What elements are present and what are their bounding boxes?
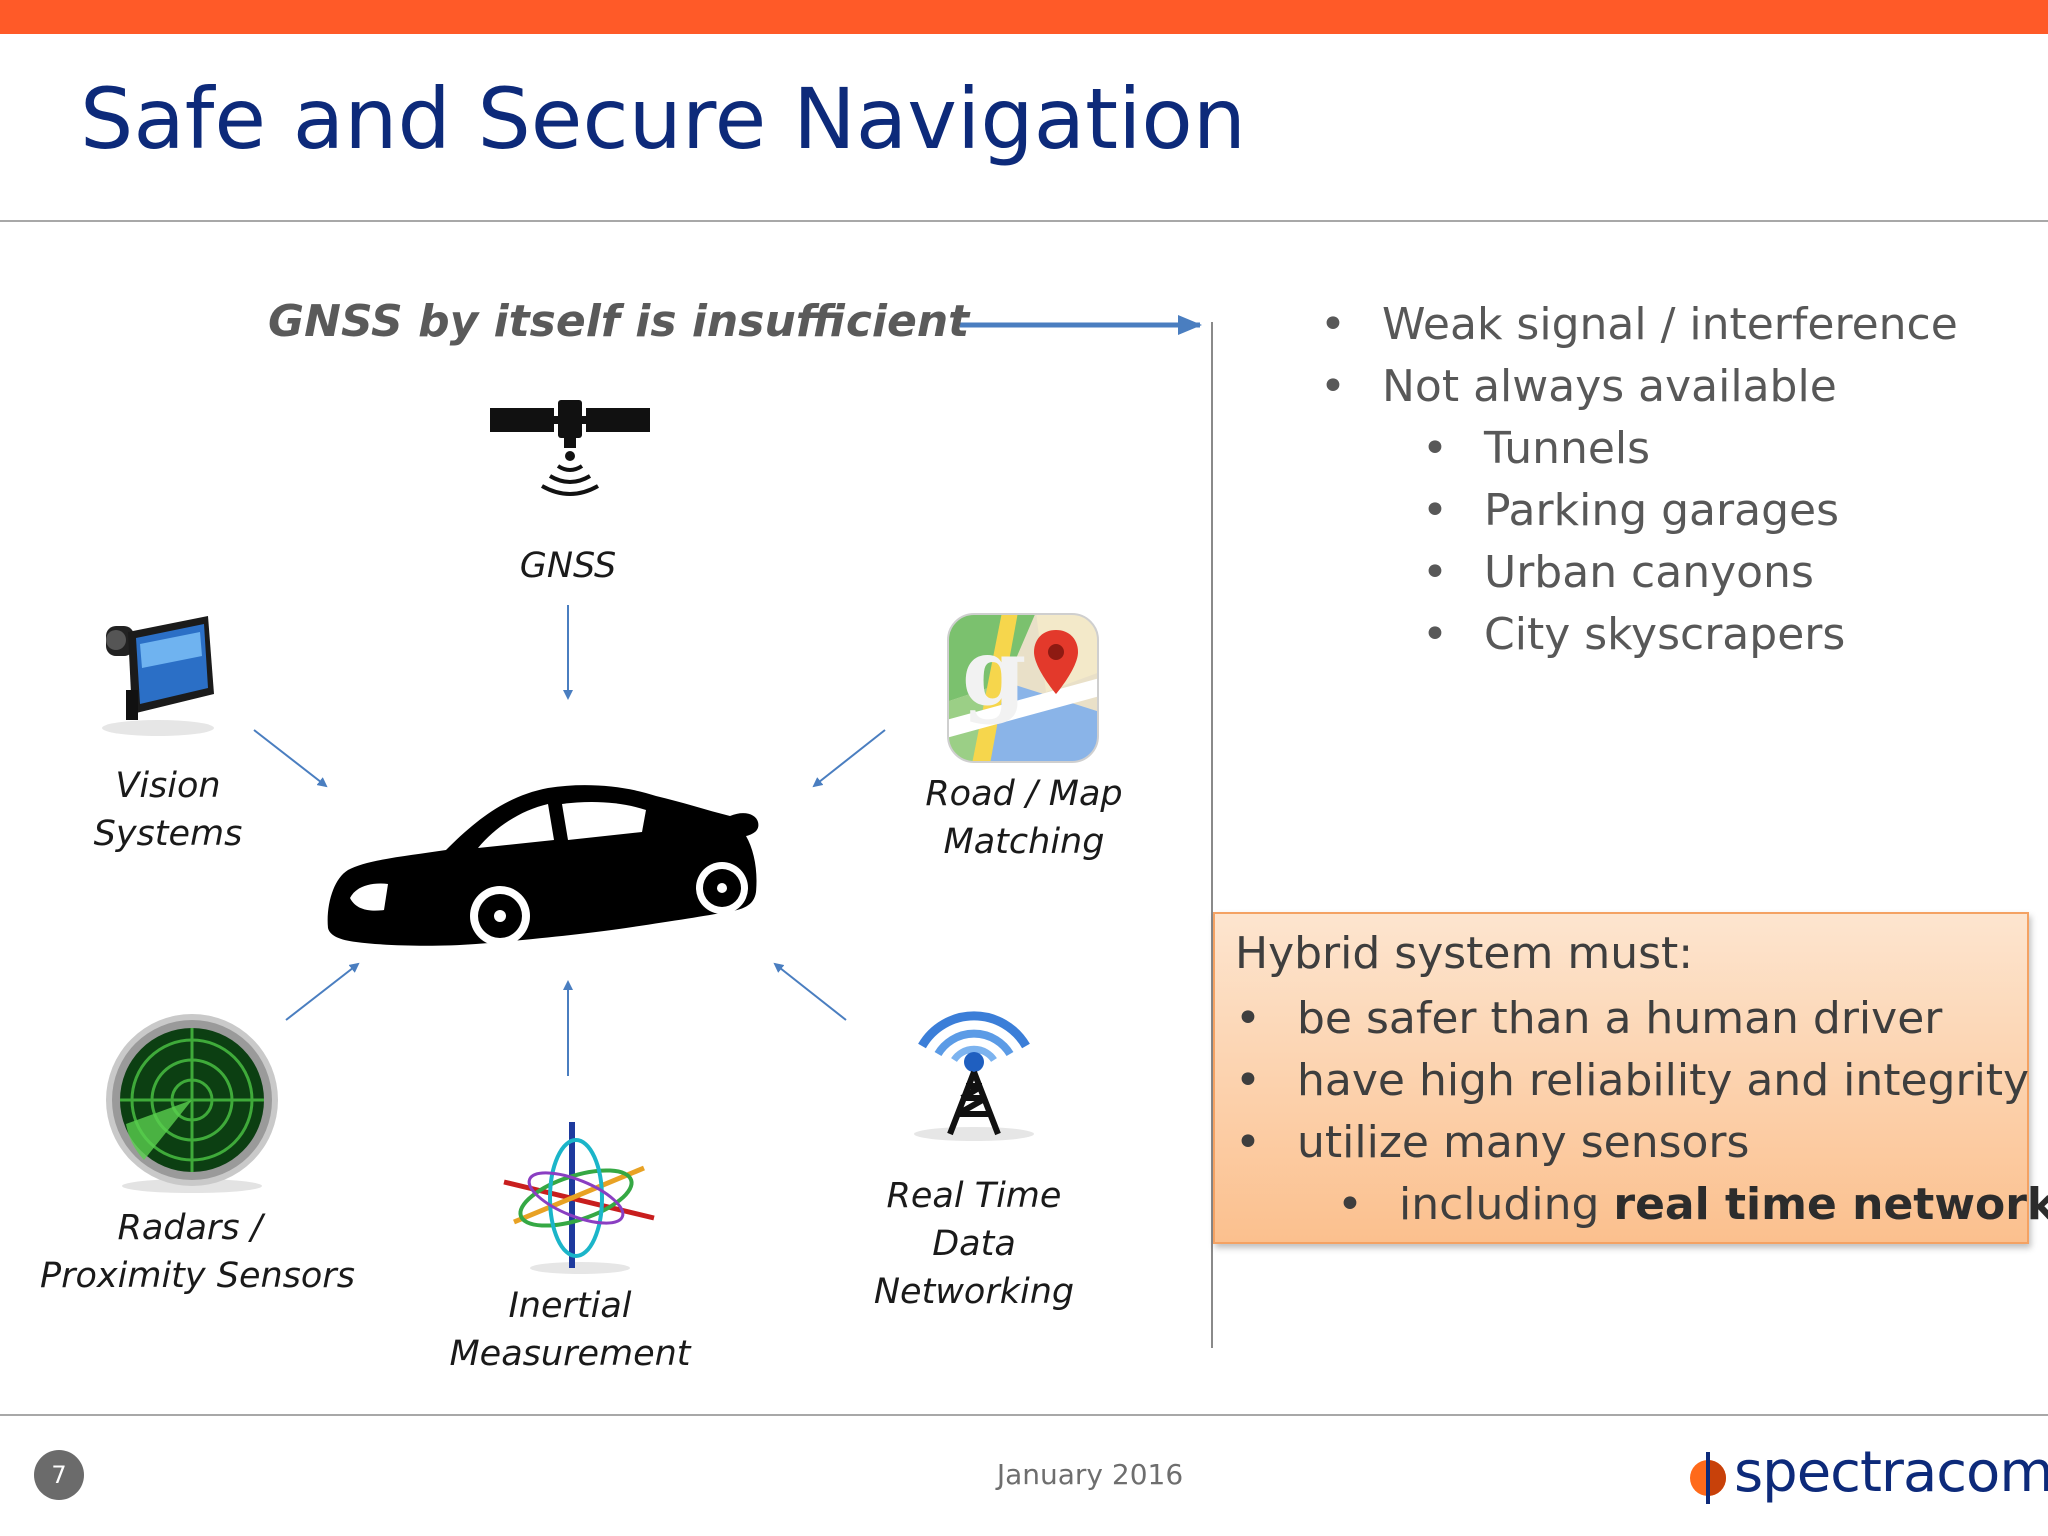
hybrid-requirements-box: Hybrid system must: be safer than a huma… <box>1213 912 2048 1244</box>
rt-label-2: Data <box>932 1224 1016 1264</box>
limitation-item: Urban canyons <box>1320 542 1958 604</box>
limitation-item: Weak signal / interference <box>1320 294 1958 356</box>
column-divider <box>1211 322 1213 1348</box>
inertial-label-2: Measurement <box>449 1334 691 1374</box>
limitation-item: Not always available <box>1320 356 1958 418</box>
gnss-label: GNSS <box>519 546 617 586</box>
footer-divider <box>0 1414 2048 1416</box>
road-label-1: Road / Map <box>925 774 1123 814</box>
hybrid-item: including real time networks <box>1235 1174 2048 1236</box>
radar-arrow <box>285 962 360 1021</box>
limitation-item: Tunnels <box>1320 418 1958 480</box>
rt-label-3: Networking <box>873 1272 1075 1312</box>
limitations-list: Weak signal / interferenceNot always ava… <box>1320 294 1958 666</box>
road-label-2: Matching <box>943 822 1105 862</box>
hybrid-item-bold: real time networks <box>1613 1179 2048 1230</box>
company-logo: spectracom <box>1686 1436 2048 1516</box>
hybrid-item: have high reliability and integrity <box>1235 1050 2048 1112</box>
vision-label-2: Systems <box>93 814 243 854</box>
hybrid-item-prefix: including <box>1399 1179 1614 1230</box>
logo-mark-icon <box>1690 1452 1726 1504</box>
slide-title: Safe and Secure Navigation <box>80 70 1247 168</box>
gyroscope-icon <box>503 1122 655 1274</box>
radar-label-1: Radars / <box>117 1208 263 1248</box>
hybrid-title: Hybrid system must: <box>1235 928 1694 979</box>
car-icon <box>327 785 759 946</box>
logo-text: spectracom <box>1734 1440 2048 1505</box>
limitation-item: City skyscrapers <box>1320 604 1958 666</box>
svg-text:g: g <box>962 618 1026 726</box>
vision-label-1: Vision <box>115 766 221 806</box>
camera-icon <box>102 616 214 736</box>
hybrid-item: utilize many sensors <box>1235 1112 2048 1174</box>
rt-arrow <box>773 962 847 1021</box>
limitation-item: Parking garages <box>1320 480 1958 542</box>
title-divider <box>0 220 2048 222</box>
radar-label-2: Proximity Sensors <box>40 1256 355 1296</box>
map-icon: g <box>947 613 1099 763</box>
radar-icon <box>106 1014 278 1193</box>
page-number: 7 <box>34 1450 84 1500</box>
top-accent-bar <box>0 0 2048 34</box>
diagram-heading: GNSS by itself is insufficient <box>268 296 970 347</box>
rt-label-1: Real Time <box>886 1176 1062 1216</box>
footer-date: January 2016 <box>996 1458 1184 1491</box>
satellite-icon <box>490 400 650 496</box>
road-arrow <box>812 729 886 788</box>
antenna-tower-icon <box>914 1011 1034 1141</box>
hybrid-item: be safer than a human driver <box>1235 988 2048 1050</box>
vision-arrow <box>253 729 328 788</box>
hybrid-list: be safer than a human driver have high r… <box>1235 988 2048 1236</box>
inertial-label-1: Inertial <box>508 1286 632 1326</box>
